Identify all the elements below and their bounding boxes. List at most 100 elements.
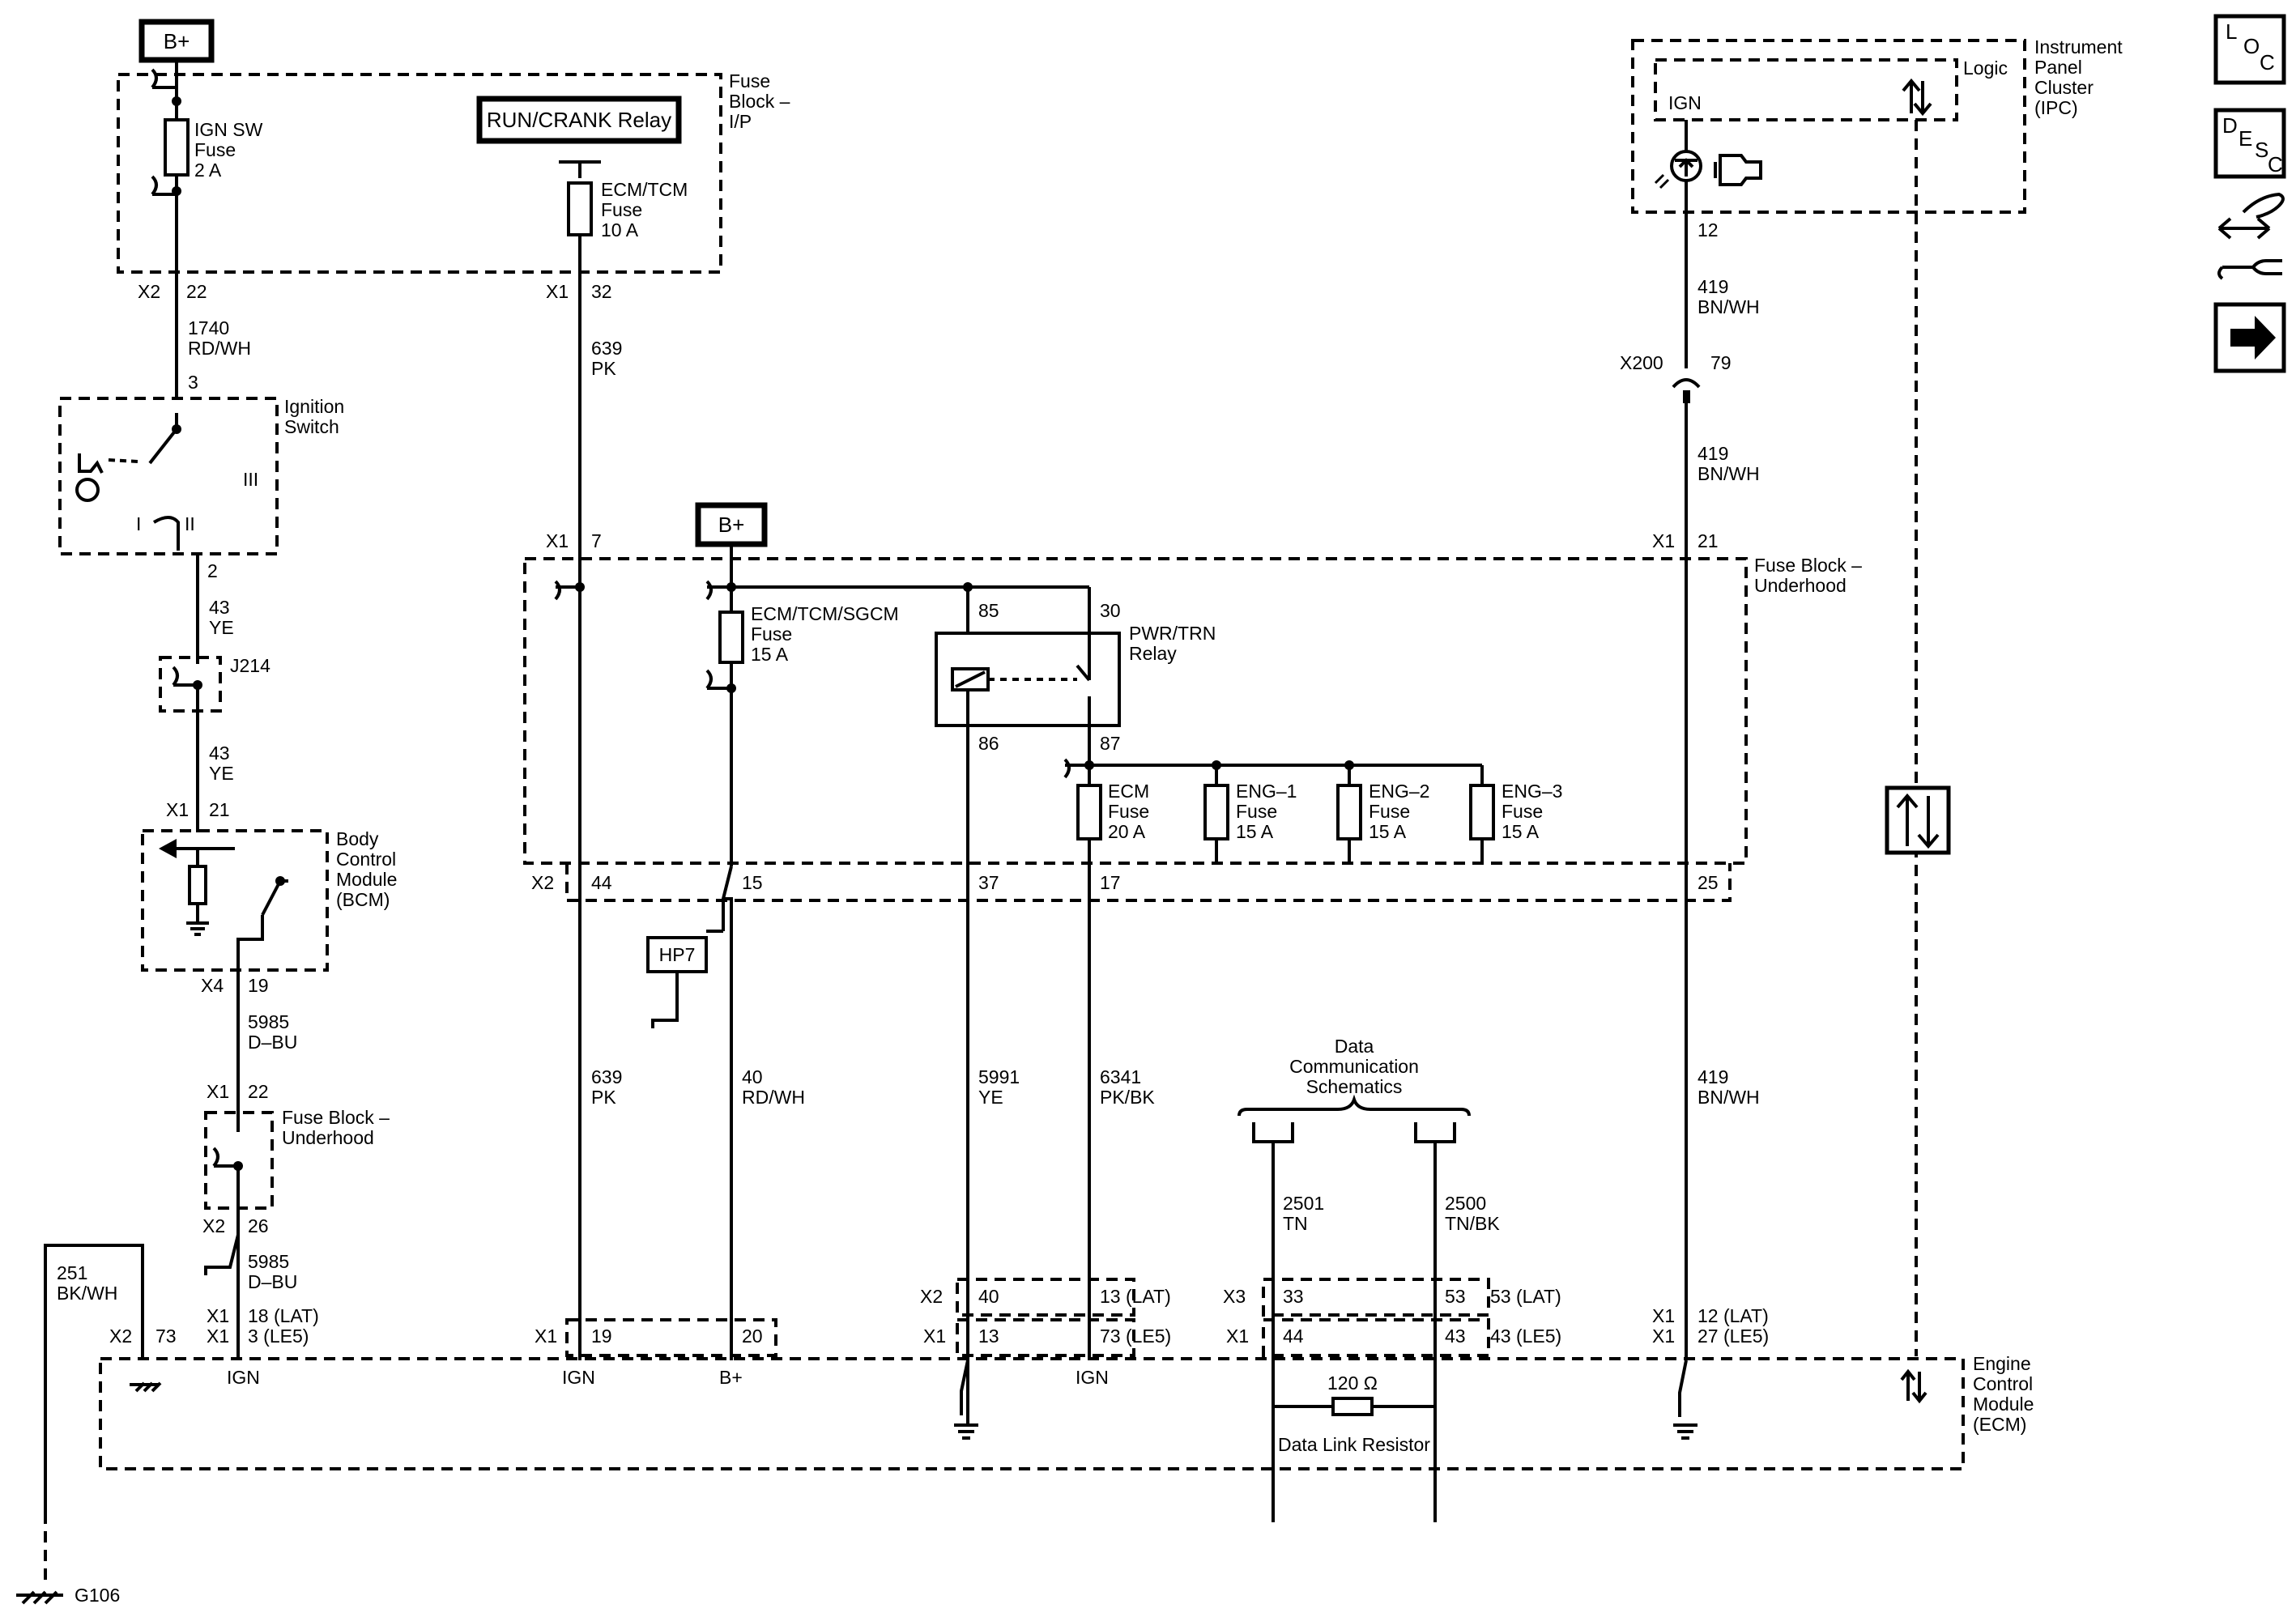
svg-text:Module: Module bbox=[1973, 1394, 2034, 1415]
ecm-tcm-sgcm-fuse-label: ECM/TCM/SGCM Fuse 15 A bbox=[751, 603, 899, 665]
hp7-marker: HP7 bbox=[646, 936, 708, 973]
svg-text:Body: Body bbox=[336, 828, 379, 849]
ipc-data-arrows bbox=[1902, 78, 1932, 117]
ipc-box bbox=[1631, 39, 2026, 214]
svg-text:Underhood: Underhood bbox=[282, 1127, 374, 1148]
fuse-block-ip-box bbox=[117, 73, 722, 274]
svg-text:S: S bbox=[2255, 138, 2268, 162]
svg-text:X3: X3 bbox=[1223, 1286, 1246, 1307]
svg-text:86: 86 bbox=[978, 733, 999, 754]
svg-text:73 (LE5): 73 (LE5) bbox=[1100, 1326, 1171, 1347]
svg-text:B+: B+ bbox=[718, 513, 745, 537]
svg-text:IGN: IGN bbox=[227, 1367, 260, 1388]
svg-text:Fuse Block –: Fuse Block – bbox=[282, 1107, 390, 1128]
svg-text:YE: YE bbox=[209, 617, 234, 638]
svg-text:419: 419 bbox=[1698, 443, 1728, 464]
svg-text:IGN: IGN bbox=[1076, 1367, 1109, 1388]
svg-text:12 (LAT): 12 (LAT) bbox=[1698, 1305, 1769, 1326]
svg-text:Communication: Communication bbox=[1289, 1056, 1419, 1077]
svg-text:Fuse: Fuse bbox=[601, 199, 642, 220]
connector-end-view-icon[interactable] bbox=[2217, 192, 2285, 280]
svg-text:E: E bbox=[2238, 126, 2252, 151]
svg-text:X1: X1 bbox=[1652, 1326, 1675, 1347]
svg-text:Engine: Engine bbox=[1973, 1353, 2031, 1374]
relay-coil bbox=[951, 664, 1091, 691]
svg-text:BN/WH: BN/WH bbox=[1698, 463, 1760, 484]
loc-nav-button[interactable]: L O C bbox=[2213, 14, 2286, 85]
bplus-source-ignsw: B+ bbox=[138, 19, 215, 63]
svg-text:21: 21 bbox=[209, 799, 230, 820]
svg-text:(BCM): (BCM) bbox=[336, 889, 390, 910]
svg-text:BK/WH: BK/WH bbox=[57, 1283, 117, 1304]
svg-text:Fuse: Fuse bbox=[194, 139, 236, 160]
desc-nav-button[interactable]: D E S C bbox=[2213, 108, 2286, 179]
svg-text:ECM: ECM bbox=[1108, 781, 1149, 802]
svg-text:5991: 5991 bbox=[978, 1066, 1020, 1087]
svg-text:B+: B+ bbox=[164, 29, 190, 53]
svg-text:Panel: Panel bbox=[2034, 57, 2082, 78]
check-engine-lamp-icon bbox=[1654, 150, 1762, 189]
svg-text:D–BU: D–BU bbox=[248, 1271, 297, 1292]
svg-text:G106: G106 bbox=[75, 1585, 120, 1606]
svg-text:87: 87 bbox=[1100, 733, 1121, 754]
ecm-tcm-sgcm-fuse bbox=[718, 611, 744, 664]
svg-text:6341: 6341 bbox=[1100, 1066, 1141, 1087]
ign-sw-fuse: IGN SW Fuse 2 A bbox=[164, 101, 263, 191]
svg-text:X1: X1 bbox=[207, 1081, 229, 1102]
svg-text:40: 40 bbox=[742, 1066, 763, 1087]
next-page-arrow-button[interactable] bbox=[2213, 302, 2286, 373]
svg-text:D: D bbox=[2222, 113, 2238, 138]
ipc-label: Instrument Panel Cluster (IPC) Logic IGN bbox=[1668, 36, 2123, 118]
svg-text:X2: X2 bbox=[920, 1286, 943, 1307]
svg-text:YE: YE bbox=[209, 763, 234, 784]
svg-text:44: 44 bbox=[591, 872, 612, 893]
svg-text:IGN: IGN bbox=[1668, 92, 1702, 113]
svg-text:I: I bbox=[136, 513, 141, 534]
svg-text:120 Ω: 120 Ω bbox=[1327, 1372, 1378, 1394]
svg-text:Fuse: Fuse bbox=[1369, 801, 1410, 822]
svg-text:RD/WH: RD/WH bbox=[188, 338, 251, 359]
ignition-switch-label: Ignition Switch bbox=[284, 396, 344, 437]
svg-text:Fuse: Fuse bbox=[1502, 801, 1543, 822]
svg-text:25: 25 bbox=[1698, 872, 1719, 893]
svg-text:Fuse: Fuse bbox=[751, 623, 792, 645]
svg-text:BN/WH: BN/WH bbox=[1698, 296, 1760, 317]
svg-text:X1: X1 bbox=[1652, 530, 1675, 551]
splice-j214-box bbox=[159, 656, 222, 713]
svg-text:Module: Module bbox=[336, 869, 397, 890]
svg-text:21: 21 bbox=[1698, 530, 1719, 551]
svg-text:43: 43 bbox=[209, 597, 230, 618]
svg-text:20: 20 bbox=[742, 1326, 763, 1347]
bcm-box bbox=[141, 829, 329, 972]
svg-text:IGN SW: IGN SW bbox=[194, 119, 263, 140]
eng2-fuse: ENG–2 Fuse 15 A bbox=[1336, 760, 1429, 863]
svg-text:Schematics: Schematics bbox=[1306, 1076, 1403, 1097]
svg-text:(IPC): (IPC) bbox=[2034, 97, 2078, 118]
splice-j214-label: J214 bbox=[230, 655, 270, 676]
svg-text:I/P: I/P bbox=[729, 111, 752, 132]
svg-text:X1: X1 bbox=[923, 1326, 946, 1347]
svg-text:2: 2 bbox=[207, 560, 218, 581]
svg-text:15 A: 15 A bbox=[1502, 821, 1540, 842]
ecm-fuse: ECM Fuse 20 A bbox=[1076, 781, 1149, 842]
svg-text:44: 44 bbox=[1283, 1326, 1304, 1347]
ipc-logic-box bbox=[1654, 58, 1958, 121]
svg-text:YE: YE bbox=[978, 1087, 1003, 1108]
svg-text:639: 639 bbox=[591, 338, 622, 359]
svg-text:22: 22 bbox=[248, 1081, 269, 1102]
svg-text:2501: 2501 bbox=[1283, 1193, 1324, 1214]
svg-text:20 A: 20 A bbox=[1108, 821, 1146, 842]
svg-text:PK: PK bbox=[591, 1087, 616, 1108]
svg-text:27 (LE5): 27 (LE5) bbox=[1698, 1326, 1769, 1347]
ecm-tcm-fuse bbox=[567, 181, 593, 236]
svg-text:79: 79 bbox=[1710, 352, 1732, 373]
svg-text:C: C bbox=[2260, 50, 2275, 74]
svg-text:26: 26 bbox=[248, 1215, 269, 1236]
data-communication-reference: Data Communication Schematics bbox=[1237, 1036, 1471, 1143]
svg-text:73: 73 bbox=[155, 1326, 177, 1347]
ecm-connector-x1-box bbox=[956, 1318, 1135, 1357]
ignition-switch-symbol: III II I bbox=[75, 413, 258, 551]
svg-text:Switch: Switch bbox=[284, 416, 339, 437]
eng1-fuse: ENG–1 Fuse 15 A bbox=[1203, 760, 1297, 863]
